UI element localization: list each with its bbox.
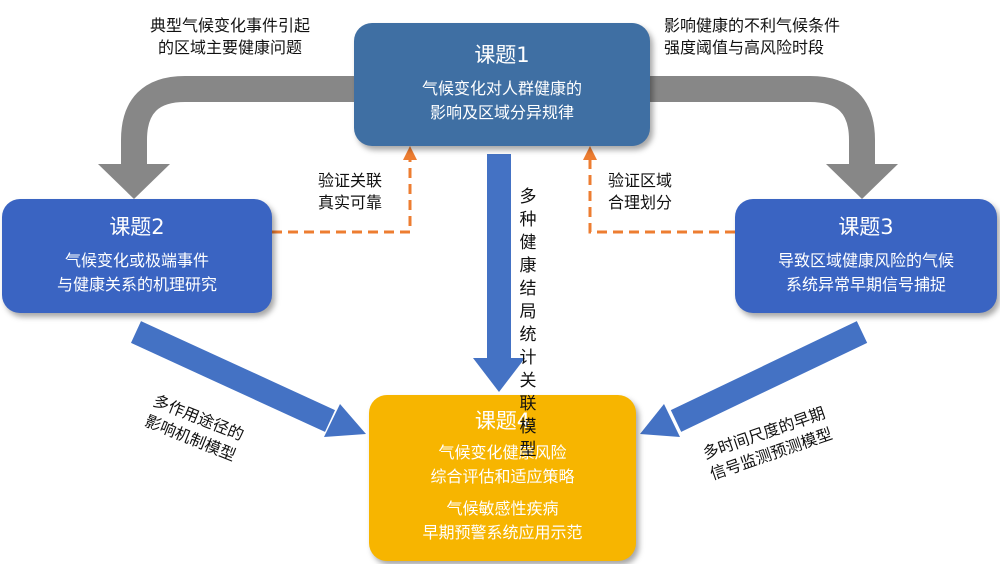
topic-3-box: 课题3 导致区域健康风险的气候 系统异常早期信号捕捉	[735, 199, 997, 313]
topic-3-line-2: 系统异常早期信号捕捉	[785, 275, 946, 294]
topic-4-line-3: 气候敏感性疾病	[446, 499, 559, 518]
label-climate-thresholds: 影响健康的不利气候条件 强度阈值与高风险时段	[664, 15, 840, 59]
topic-1-line-1: 气候变化对人群健康的	[421, 79, 582, 98]
dashed-arrow-left	[272, 146, 417, 234]
topic-1-box: 课题1 气候变化对人群健康的 影响及区域分异规律	[354, 23, 650, 146]
gray-arrow-right	[648, 76, 898, 199]
topic-2-box: 课题2 气候变化或极端事件 与健康关系的机理研究	[2, 199, 272, 313]
label-verify-region: 验证区域 合理划分	[608, 170, 672, 214]
gray-arrow-left	[98, 76, 356, 199]
topic-1-title: 课题1	[474, 43, 530, 67]
topic-4-line-2: 综合评估和适应策略	[430, 467, 575, 486]
label-verify-association: 验证关联 真实可靠	[318, 170, 382, 214]
label-line: 的区域主要健康问题	[158, 38, 303, 57]
label-line: 真实可靠	[318, 193, 383, 212]
topic-4-line-4: 早期预警系统应用示范	[422, 523, 583, 542]
topic-4-line-1: 气候变化健康风险	[438, 443, 567, 462]
label-line: 影响健康的不利气候条件	[664, 16, 841, 35]
label-line: 验证区域	[608, 171, 673, 190]
label-line: 强度阈值与高风险时段	[664, 38, 825, 57]
label-line: 验证关联	[318, 171, 383, 190]
label-line: 典型气候变化事件引起	[150, 16, 311, 35]
topic-3-line-1: 导致区域健康风险的气候	[777, 251, 954, 270]
topic-1-line-2: 影响及区域分异规律	[429, 103, 574, 122]
label-statistical-models: 多种健康结局统计关联模型	[519, 187, 537, 460]
dashed-arrow-right	[583, 146, 735, 234]
topic-2-line-2: 与健康关系的机理研究	[56, 275, 217, 294]
label-regional-health-problems: 典型气候变化事件引起 的区域主要健康问题	[150, 15, 310, 59]
blue-arrow-left	[130, 321, 366, 437]
blue-arrow-right	[640, 321, 868, 437]
topic-2-line-1: 气候变化或极端事件	[64, 251, 209, 270]
label-line: 合理划分	[608, 193, 673, 212]
topic-3-title: 课题3	[838, 215, 894, 239]
topic-2-title: 课题2	[109, 215, 165, 239]
blue-arrow-center	[473, 154, 525, 392]
topic-4-box: 课题4 气候变化健康风险 综合评估和适应策略 气候敏感性疾病 早期预警系统应用示…	[369, 395, 636, 561]
topic-4-spacer	[369, 489, 636, 497]
topic-4-title: 课题4	[474, 409, 531, 433]
